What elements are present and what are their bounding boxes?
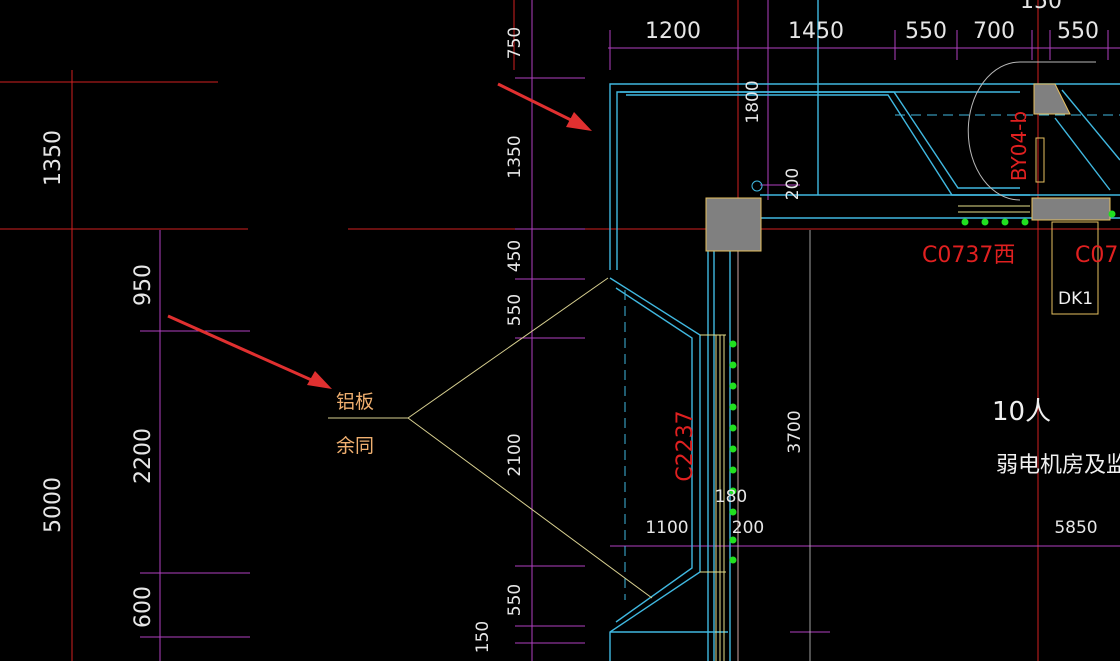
dim-3700: 3700: [785, 410, 805, 453]
column-block: [1031, 197, 1111, 221]
dim-left-1350: 1350: [41, 130, 66, 186]
dimension-lines: [140, 0, 1120, 661]
dim-mid-550: 550: [505, 294, 525, 326]
column-block: [1033, 83, 1071, 115]
dim-mid-550b: 550: [505, 584, 525, 616]
dashed-lines: [624, 114, 1120, 600]
dim-inner-2200: 2200: [131, 428, 156, 484]
red-arrow-icon: [497, 82, 592, 131]
dim-mid-150: 150: [473, 621, 493, 653]
door-label-dk1: DK1: [1058, 289, 1093, 309]
room-name: 弱电机房及监控: [996, 453, 1120, 478]
dim-180: 180: [715, 487, 747, 507]
red-arrow-icon: [167, 314, 332, 389]
columns: [705, 83, 1111, 252]
column-block: [705, 197, 762, 252]
dim-200-bottom: 200: [732, 518, 764, 538]
dim-top-550: 550: [905, 19, 947, 44]
window-strips: [700, 205, 1030, 661]
room-occupancy: 10人: [992, 397, 1051, 427]
door-arc: [967, 61, 1096, 201]
dim-top-1450: 1450: [788, 19, 844, 44]
dim-5850: 5850: [1054, 518, 1097, 538]
dim-1100: 1100: [645, 518, 688, 538]
dim-inner-600: 600: [131, 586, 156, 628]
dim-mid-2100: 2100: [505, 433, 525, 476]
callout-leaders: [328, 277, 653, 599]
dim-200-top: 200: [783, 168, 803, 200]
dim-mid-1350: 1350: [505, 135, 525, 178]
thin-grid: [737, 230, 811, 661]
window-label-c2237: C2237: [673, 410, 698, 481]
dim-1800: 1800: [743, 80, 763, 123]
window-label-c0737: C0737西: [922, 243, 1015, 268]
by-door: [1035, 137, 1045, 183]
dim-top-150: 150: [1020, 0, 1062, 14]
callout-text-1: 铝板: [336, 391, 374, 413]
dim-inner-950: 950: [131, 264, 156, 306]
window-label-c07: C07: [1075, 243, 1118, 268]
callout-text-2: 余同: [336, 435, 374, 457]
dim-left-5000: 5000: [41, 477, 66, 533]
dim-top-1200: 1200: [645, 19, 701, 44]
dim-top-700: 700: [973, 19, 1015, 44]
marker-circle: [751, 180, 763, 192]
dk1-box: [1051, 221, 1099, 315]
dim-mid-450: 450: [505, 240, 525, 272]
door-label-by: BY04-b: [1007, 111, 1031, 181]
walls: [609, 0, 1120, 661]
dim-mid-750: 750: [505, 27, 525, 59]
dim-top-550b: 550: [1057, 19, 1099, 44]
green-points: [729, 210, 1116, 564]
